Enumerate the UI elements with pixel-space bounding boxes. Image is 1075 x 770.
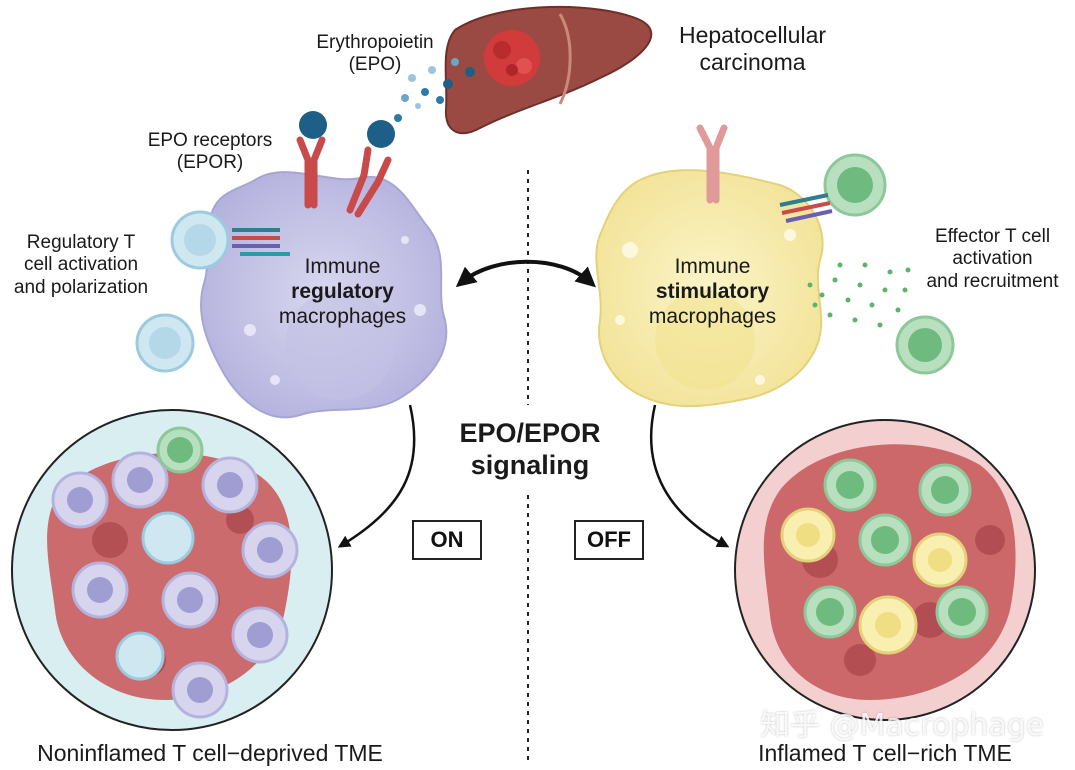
polarization-arrow [455,259,596,288]
on-label: ON [430,527,464,552]
regulatory-macrophage [200,171,448,419]
stimulatory-macrophage [595,169,824,408]
epo-ligand [299,111,327,139]
off-state-box: OFF [574,520,644,560]
epo-label: Erythropoietin(EPO) [316,32,434,76]
free-receptor [696,124,728,204]
effector-t-cell [823,153,955,375]
left-tme-circle [11,409,333,731]
epor-receptors [296,136,392,218]
off-label: OFF [587,527,631,552]
right-tme-caption: Inflamed T cell−rich TME [758,740,1012,766]
regulatory-t-cell [135,210,230,373]
arrow-to-left-tme [337,404,416,548]
arrow-to-right-tme [650,404,730,548]
cytokine-dots [807,262,911,328]
receptor-ligand-contacts-right [779,193,833,223]
liver-illustration [444,5,653,135]
epor-label: EPO receptors(EPOR) [147,130,273,174]
right-tme-circle [734,419,1036,721]
on-state-box: ON [412,520,482,560]
watermark: 知乎 @Macrophage [760,708,1045,743]
left-tme-caption: Noninflamed T cell−deprived TME [37,740,383,766]
epo-ligand [367,120,395,148]
receptor-ligand-contacts [232,228,290,256]
epo-particles [394,58,475,122]
